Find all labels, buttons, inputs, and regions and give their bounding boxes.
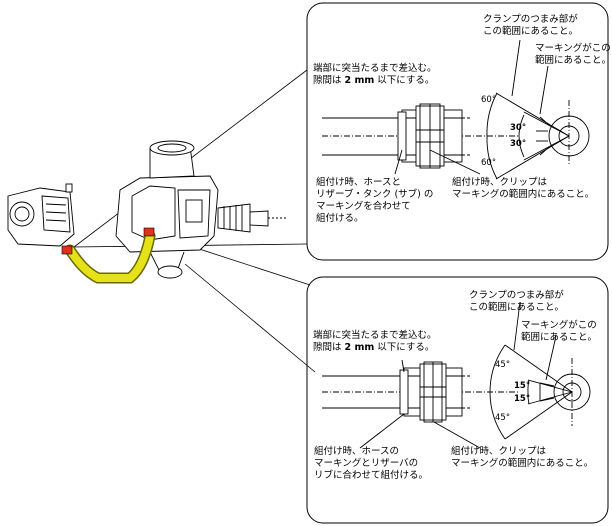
top-insertion-suffix: 以下にする。 bbox=[374, 75, 435, 86]
bottom-marking-range-note: マーキングがこの 範囲にあること。 bbox=[521, 320, 598, 343]
bottom-angle-inner-upper: 15° bbox=[514, 381, 531, 391]
top-insertion-text: 端部に突当たるまで差込む。 隙間は bbox=[313, 63, 437, 86]
hose-clips bbox=[61, 227, 155, 255]
bottom-clamp-angle-diagram bbox=[359, 301, 591, 449]
top-clamp-range-note: クランプのつまみ部が この範囲にあること。 bbox=[483, 14, 579, 37]
master-cylinder-body bbox=[115, 140, 286, 279]
top-detail-panel bbox=[306, 2, 609, 261]
bottom-angle-outer-upper: 45° bbox=[495, 360, 511, 370]
top-hose-assembly-note: 組付け時、ホースと リザーブ・タンク (サブ) の マーキングを合わせて 組付け… bbox=[316, 177, 434, 224]
top-hose-detail bbox=[322, 103, 520, 169]
top-angle-outer-upper: 60° bbox=[481, 95, 497, 105]
bottom-clip-assembly-note: 組付け時、クリップは マーキングの範囲内にあること。 bbox=[451, 446, 594, 469]
top-insertion-note: 端部に突当たるまで差込む。 隙間は 2 mm 以下にする。 bbox=[313, 63, 437, 87]
bottom-insertion-gap: 2 mm bbox=[344, 342, 375, 353]
top-angle-inner-upper: 30° bbox=[510, 123, 527, 133]
bottom-clamp-range-note: クランプのつまみ部が この範囲にあること。 bbox=[469, 290, 565, 313]
top-marking-range-note: マーキングがこの 範囲にあること。 bbox=[535, 43, 612, 66]
bottom-insertion-note: 端部に突当たるまで差込む。 隙間は 2 mm 以下にする。 bbox=[313, 330, 437, 354]
assembly-illustration bbox=[7, 140, 286, 284]
reservoir-tank-sub bbox=[7, 183, 75, 247]
bottom-angle-outer-lower: 45° bbox=[495, 413, 511, 423]
bottom-hose-detail bbox=[322, 361, 520, 423]
top-insertion-gap: 2 mm bbox=[344, 75, 375, 86]
top-clamp-angle-diagram bbox=[394, 39, 590, 180]
bottom-insertion-suffix: 以下にする。 bbox=[374, 342, 435, 353]
top-angle-inner-lower: 30° bbox=[510, 139, 527, 149]
bottom-angle-inner-lower: 15° bbox=[514, 394, 531, 404]
bottom-insertion-text: 端部に突当たるまで差込む。 隙間は bbox=[313, 330, 437, 353]
top-angle-outer-lower: 60° bbox=[481, 158, 497, 168]
bottom-hose-assembly-note: 組付け時、ホースの マーキングとリザーバの リブに合わせて組付ける。 bbox=[314, 446, 429, 481]
top-clip-assembly-note: 組付け時、クリップは マーキングの範囲内にあること。 bbox=[452, 177, 595, 200]
bottom-detail-panel bbox=[306, 276, 609, 524]
